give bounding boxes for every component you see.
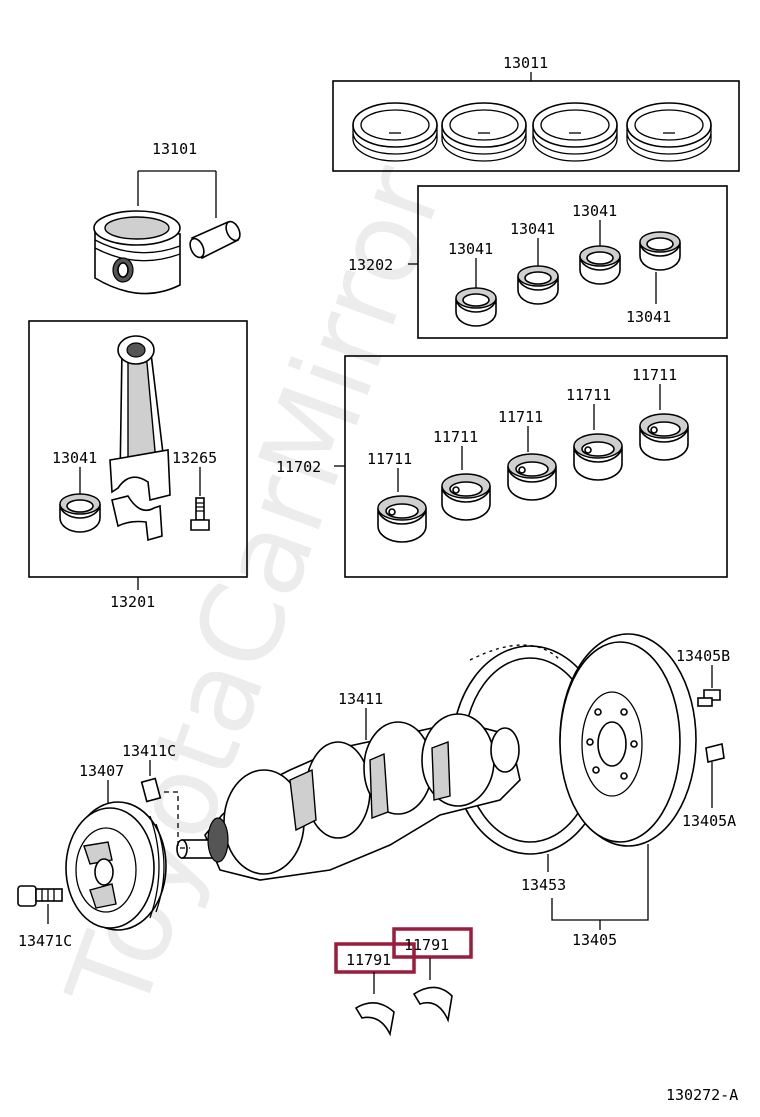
label-13411: 13411	[338, 690, 383, 708]
thrust-washer-right-icon	[412, 986, 453, 1023]
conrod-group: 13201 13041 13265	[28, 320, 248, 611]
label-13101: 13101	[152, 140, 197, 158]
label-11791-right: 11791	[404, 936, 449, 954]
label-11711-c: 11711	[498, 408, 543, 426]
label-13041-a: 13041	[448, 240, 493, 258]
conrod-bearing-set-group: 13202 13041 13041 13041 13041	[348, 185, 728, 339]
label-13041-b: 13041	[510, 220, 555, 238]
label-13041-conrod: 13041	[52, 449, 97, 467]
label-11711-b: 11711	[433, 428, 478, 446]
conrod-icon	[109, 335, 171, 542]
label-13405: 13405	[572, 931, 617, 949]
label-13201: 13201	[110, 593, 155, 611]
label-13407: 13407	[79, 762, 124, 780]
piston-icon	[93, 210, 181, 295]
flywheel-pin-icon	[705, 743, 725, 763]
conrod-bearings-icon	[455, 231, 681, 327]
label-13265: 13265	[172, 449, 217, 467]
piston-pin-icon	[189, 220, 241, 260]
label-13041-c: 13041	[572, 202, 617, 220]
label-13411C: 13411C	[122, 742, 176, 760]
label-11711-e: 11711	[632, 366, 677, 384]
crankshaft-icon	[176, 713, 521, 881]
label-13041-d: 13041	[626, 308, 671, 326]
label-13453: 13453	[521, 876, 566, 894]
diagram-reference: 130272-A	[666, 1086, 738, 1104]
label-13011: 13011	[503, 54, 548, 72]
label-11791-left: 11791	[346, 951, 391, 969]
label-13471C: 13471C	[18, 932, 72, 950]
pulley-icon	[65, 801, 167, 931]
piston-group: 13101	[93, 140, 241, 295]
label-11711-a: 11711	[367, 450, 412, 468]
pulley-bolt-icon	[17, 885, 63, 907]
flywheel-bolt-icon	[697, 689, 721, 707]
crank-key-icon	[140, 777, 162, 803]
conrod-bolt-icon	[190, 497, 210, 531]
main-bearing-set-group: 11702 11711 11711 11711 11711 11711	[276, 355, 728, 578]
conrod-bearing-set-box	[417, 185, 728, 339]
conrod-bearing-icon	[59, 493, 101, 533]
label-11711-d: 11711	[566, 386, 611, 404]
piston-ring-set-group: 13011	[332, 54, 740, 172]
thrust-washer-left-icon	[354, 1002, 395, 1037]
flywheel-icon	[559, 633, 697, 847]
label-13202: 13202	[348, 256, 393, 274]
label-13405B: 13405B	[676, 647, 730, 665]
label-11702: 11702	[276, 458, 321, 476]
piston-rings-icon	[352, 102, 712, 162]
main-bearings-icon	[377, 413, 689, 543]
piston-ring-set-box	[332, 80, 740, 172]
highlight-box-right	[392, 927, 473, 959]
label-13405A: 13405A	[682, 812, 736, 830]
thrust-washer-highlights	[334, 927, 473, 974]
